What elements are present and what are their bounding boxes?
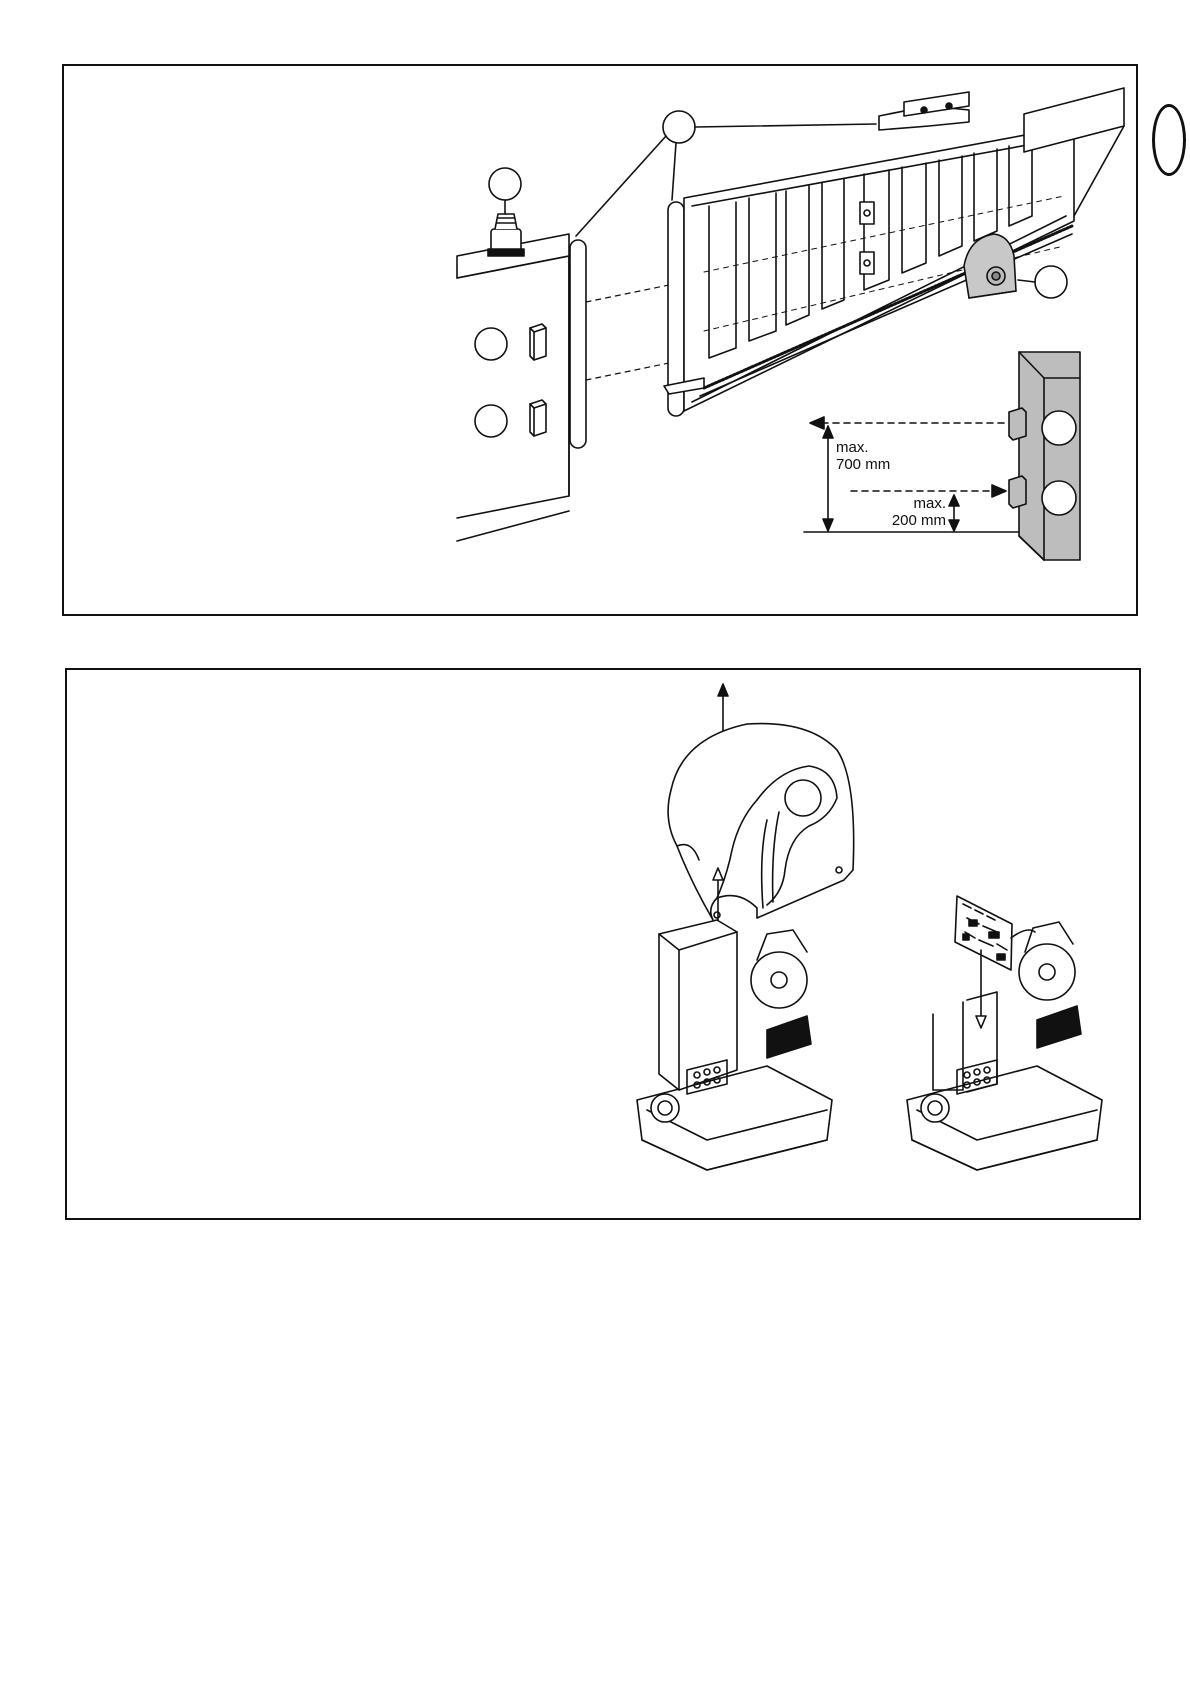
gate-installation-drawing: max. 700 mm max. 200 mm xyxy=(64,66,1136,614)
wall-photocell-lower-icon xyxy=(1009,476,1026,508)
callout-photocell-lower xyxy=(475,405,507,437)
flashing-light-icon xyxy=(488,214,524,256)
callout-photocell-upper xyxy=(475,328,507,360)
callout-gearmotor xyxy=(1035,266,1067,298)
callout-wall-photocell-lower xyxy=(1042,481,1076,515)
receiving-post xyxy=(570,240,586,448)
callout-safety-edges xyxy=(663,111,695,143)
gate-installation-figure: max. 700 mm max. 200 mm xyxy=(62,64,1138,616)
photocell-upper-icon xyxy=(530,324,546,360)
callout-wall-photocell-upper xyxy=(1042,411,1076,445)
dim-lower-line1: max. xyxy=(913,495,946,512)
left-pillar xyxy=(457,234,569,541)
dim-upper-line1: max. xyxy=(836,439,869,456)
dim-upper-line2: 700 mm xyxy=(836,456,890,473)
wall-photocell-upper-icon xyxy=(1009,408,1026,440)
cover-removal-figure xyxy=(65,668,1141,1220)
callout-flashing-light xyxy=(489,168,521,200)
photocell-lower-icon xyxy=(530,400,546,436)
cover-removal-drawing xyxy=(67,670,1139,1218)
dim-lower-line2: 200 mm xyxy=(892,512,946,529)
motor-cover-icon xyxy=(668,724,854,920)
motor-unit-left-icon xyxy=(637,920,832,1170)
side-oval-marker xyxy=(1152,104,1186,176)
